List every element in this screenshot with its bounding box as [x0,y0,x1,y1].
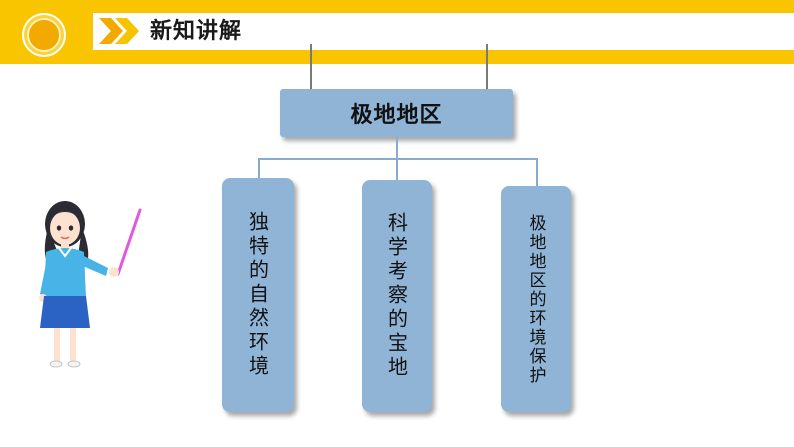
connector-horizontal [258,158,538,160]
child-node-label: 科学考察的宝地 [384,212,409,380]
hanging-string-left [310,44,312,96]
connector-right-drop [536,158,538,186]
diagram-root-node: 极地地区 [280,89,513,137]
diagram-child-node: 独特的自然环境 [222,178,294,412]
teacher-with-pointer-icon [39,201,142,368]
school-badge-icon [22,13,66,57]
diagram-child-node: 科学考察的宝地 [362,180,432,412]
page-title: 新知讲解 [150,19,243,44]
diagram-child-node: 极地地区的环境保护 [501,186,571,412]
connector-root-stem [396,137,398,159]
child-node-label: 独特的自然环境 [245,211,270,379]
child-node-label: 极地地区的环境保护 [525,213,546,385]
hanging-string-right [486,44,488,96]
connector-left-drop [258,158,260,178]
header-title-strip [93,13,794,50]
connector-middle-drop [396,158,398,180]
double-chevron-right-icon [99,18,139,44]
